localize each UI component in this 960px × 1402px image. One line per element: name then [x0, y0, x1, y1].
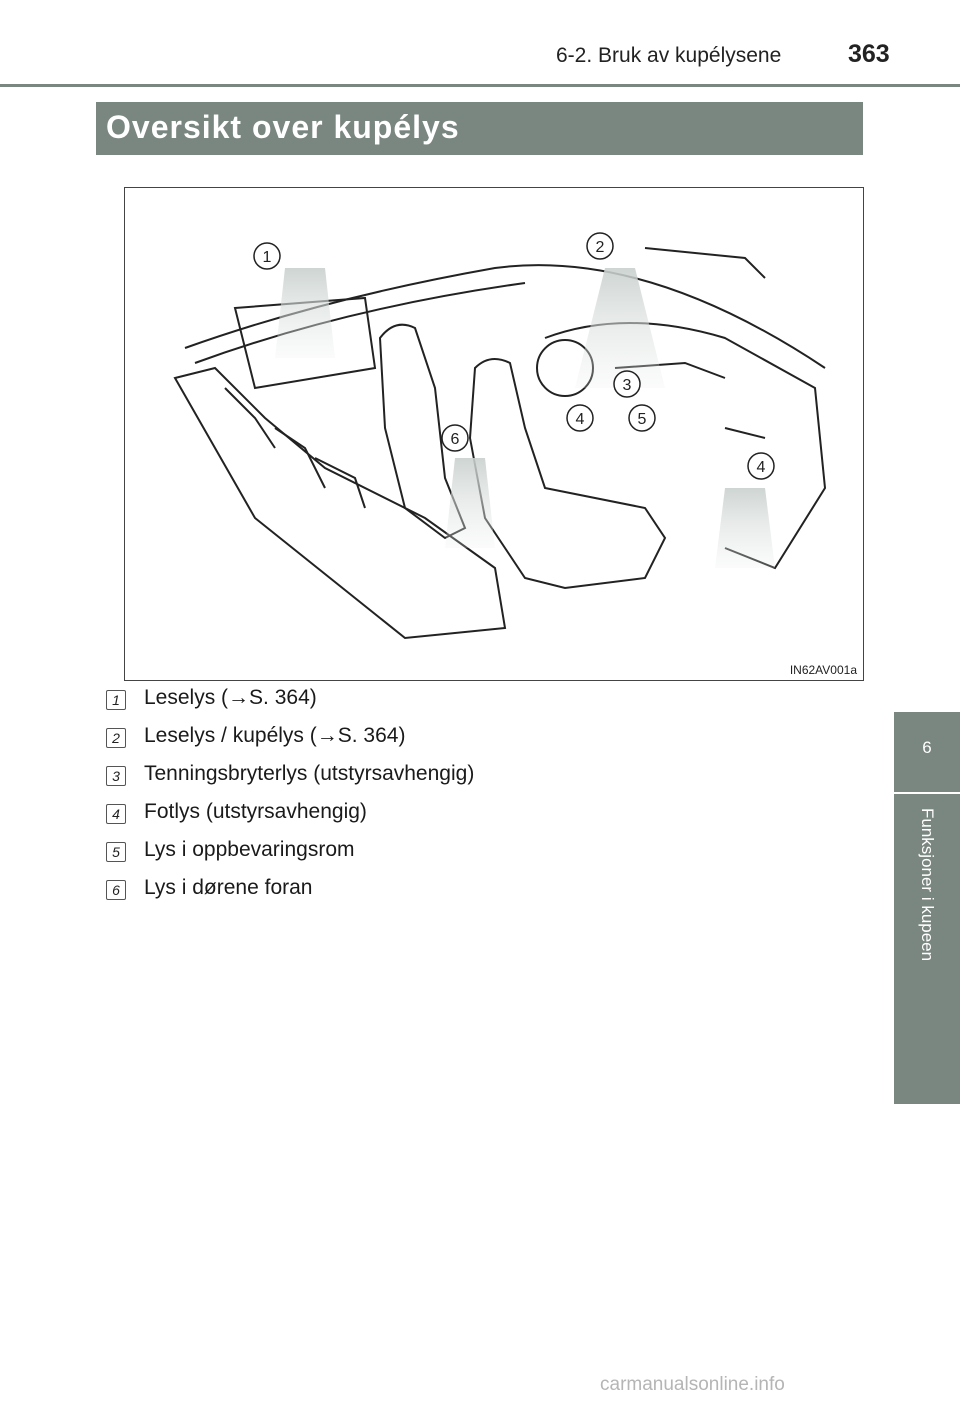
svg-text:1: 1 [263, 249, 272, 266]
legend-text: Leselys (→S. 364) [144, 686, 317, 709]
page-title: Oversikt over kupélys [106, 109, 460, 145]
legend-number: 6 [106, 880, 126, 900]
legend-number: 3 [106, 766, 126, 786]
svg-text:2: 2 [596, 239, 605, 256]
interior-lights-figure: 1 2 3 4 5 6 4 IN62AV001a [124, 187, 864, 681]
legend-text: Leselys / kupélys (→S. 364) [144, 724, 406, 747]
chapter-tab: 6 [894, 712, 960, 792]
chapter-label-tab: Funksjoner i kupeen [894, 794, 960, 1104]
legend-text: Lys i oppbevaringsrom [144, 838, 355, 861]
callout-5: 5 [628, 404, 656, 432]
callout-4a: 4 [566, 404, 594, 432]
section-heading: 6-2. Bruk av kupélysene [556, 44, 782, 67]
svg-text:6: 6 [451, 431, 460, 448]
title-bar: Oversikt over kupélys [96, 102, 863, 155]
car-interior-illustration: 1 2 3 4 5 6 4 [173, 232, 827, 640]
legend-number: 5 [106, 842, 126, 862]
figure-code: IN62AV001a [789, 663, 857, 677]
watermark: carmanualsonline.info [600, 1374, 785, 1395]
page-number: 363 [848, 40, 890, 68]
callout-6: 6 [441, 424, 469, 452]
svg-text:4: 4 [757, 459, 766, 476]
svg-text:5: 5 [638, 411, 647, 428]
legend-text: Lys i dørene foran [144, 876, 313, 899]
chapter-number: 6 [922, 738, 932, 757]
legend-number: 2 [106, 728, 126, 748]
callout-1: 1 [253, 242, 281, 270]
svg-text:3: 3 [623, 377, 632, 394]
callout-4b: 4 [747, 452, 775, 480]
legend-number: 4 [106, 804, 126, 824]
legend-text: Fotlys (utstyrsavhengig) [144, 800, 367, 823]
callout-3: 3 [613, 370, 641, 398]
chapter-label: Funksjoner i kupeen [918, 808, 937, 962]
header-divider [0, 84, 960, 87]
callout-2: 2 [586, 232, 614, 260]
legend-number: 1 [106, 690, 126, 710]
svg-text:4: 4 [576, 411, 585, 428]
legend-text: Tenningsbryterlys (utstyrsavhengig) [144, 762, 475, 785]
